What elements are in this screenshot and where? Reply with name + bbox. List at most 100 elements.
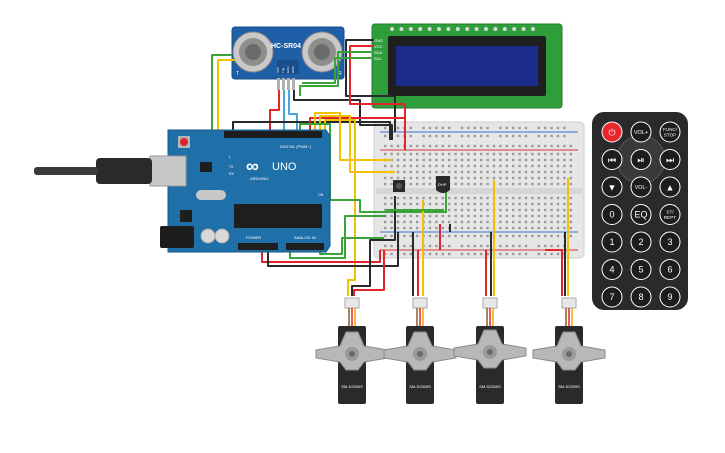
power-jack <box>160 226 194 248</box>
wire-lcd-scl <box>302 57 374 84</box>
ultrasonic-title: HC-SR04 <box>271 43 301 50</box>
remote-button-label: 5 <box>638 265 643 275</box>
digital-header <box>224 131 322 138</box>
rewind-icon: ⏮ <box>608 155 616 165</box>
remote-button-1[interactable]: 1 <box>601 231 623 253</box>
temperature-sensor-label: DHP <box>438 182 447 187</box>
wire-d-yellow-1 <box>314 112 392 161</box>
arduino-l-label: L <box>229 155 231 159</box>
remote-button-label: FUNC/ <box>663 127 678 132</box>
remote-button-label: 0 <box>609 210 614 220</box>
wire-green-left-a <box>211 54 232 135</box>
remote-button-eq[interactable]: EQ <box>630 204 652 225</box>
down-icon: ▼ <box>608 183 617 193</box>
remote-button-label: 1 <box>609 237 614 247</box>
wire-power-black <box>267 232 399 267</box>
ir-remote: ⏻ VOL+ FUNC/STOP ⏮ ⏯ ⏭ ▼ VOL- ▲ 0 EQ ST/REPT 1 2 3 4 5 6 7… <box>592 112 688 310</box>
remote-button-label: REPT <box>664 215 676 220</box>
arduino-brand-label: ARDUINO <box>250 176 268 181</box>
wire-d-green-1 <box>299 123 447 213</box>
servo-label: SM-S2309S <box>479 384 501 389</box>
remote-button-st-rept[interactable]: ST/REPT <box>659 204 681 225</box>
servo-label: SM-S2309S <box>409 384 431 389</box>
ultrasonic-pin-gnd: GND <box>291 66 295 74</box>
remote-button-label: 7 <box>609 292 614 302</box>
servo-1: SM-S2309S <box>315 297 389 404</box>
remote-button-5[interactable]: 5 <box>630 259 652 280</box>
lcd-pin-header <box>390 27 535 31</box>
power-header <box>238 243 278 250</box>
remote-button-0[interactable]: 0 <box>601 204 623 225</box>
lcd-pin-sda: SDA <box>374 50 383 55</box>
ultrasonic-pin-vcc: VCC <box>276 66 280 73</box>
servo-3: SM-S2309S <box>453 297 527 404</box>
remote-button-label: VOL- <box>635 185 648 191</box>
arduino-rx-label: RX <box>229 172 235 176</box>
wire-lcd-gnd <box>345 39 396 132</box>
lcd-module: GND VCC SDA SCL <box>371 23 563 109</box>
wire-analog-green-2 <box>319 237 384 255</box>
arduino-power-label: POWER <box>246 235 261 240</box>
remote-button-label: 8 <box>638 292 643 302</box>
remote-button-3[interactable]: 3 <box>659 231 681 253</box>
arduino-model-label: UNO <box>272 161 297 173</box>
remote-button-vol-[interactable]: VOL- <box>630 176 652 198</box>
servo-label: SM-S2309S <box>558 384 580 389</box>
wire-servo1-black <box>351 196 396 296</box>
arduino-tx-label: TX <box>229 165 234 169</box>
remote-button-grid: ⏻ VOL+ FUNC/STOP ⏮ ⏯ ⏭ ▼ VOL- ▲ 0 EQ ST/REPT 1 2 3 4 5 6 7… <box>601 121 681 308</box>
remote-button-label: 4 <box>609 265 614 275</box>
remote-button-power[interactable]: ⏻ <box>601 121 623 143</box>
wire-analog-green <box>289 215 386 259</box>
temperature-sensor: DHP <box>436 176 450 193</box>
lcd-pin-scl: SCL <box>374 56 383 61</box>
ultrasonic-sensor: HC-SR04 T R VCC Trig Echo GND <box>231 26 345 90</box>
usb-connector <box>149 155 187 187</box>
arduino-uno: ∞ UNO ARDUINO DIGITAL (PWM~) POWER ANALO… <box>34 129 331 253</box>
wire-lcd-sda <box>299 51 374 96</box>
arduino-analog-label: ANALOG IN <box>294 235 316 240</box>
ultrasonic-pin-trig: Trig <box>281 68 285 73</box>
arduino-digital-label: DIGITAL (PWM~) <box>280 144 312 149</box>
up-icon: ▲ <box>666 183 675 193</box>
lcd-pin-vcc: VCC <box>374 44 383 49</box>
wire-servo1-red <box>353 250 385 296</box>
remote-button-2[interactable]: 2 <box>630 231 652 253</box>
ultrasonic-pin-echo: Echo <box>286 66 290 73</box>
remote-button-7[interactable]: 7 <box>601 286 623 308</box>
remote-button-label: VOL+ <box>634 130 648 136</box>
remote-button-label: 6 <box>667 265 672 275</box>
play-pause-icon: ⏯ <box>637 155 644 165</box>
ultrasonic-r-mark: R <box>338 71 342 77</box>
remote-button-label: ST/ <box>666 210 674 215</box>
remote-button-play-pause[interactable]: ⏯ <box>630 149 652 170</box>
arduino-infinity-logo: ∞ <box>246 156 259 176</box>
wire-d-yellow-2 <box>319 115 395 173</box>
remote-button-rewind[interactable]: ⏮ <box>601 149 623 170</box>
remote-button-up[interactable]: ▲ <box>659 176 681 198</box>
ultrasonic-t-mark: T <box>236 71 239 77</box>
wire-d-black-1 <box>232 121 391 140</box>
remote-button-8[interactable]: 8 <box>630 286 652 308</box>
remote-button-label: EQ <box>634 210 647 220</box>
remote-button-label: 3 <box>667 237 672 247</box>
remote-button-4[interactable]: 4 <box>601 259 623 280</box>
breadboard-holes <box>384 126 572 256</box>
remote-button-label: 9 <box>667 292 672 302</box>
fast-forward-icon: ⏭ <box>666 155 674 165</box>
lcd-pin-gnd: GND <box>374 38 383 43</box>
servo-label: SM-S2309S <box>341 384 363 389</box>
button-module <box>393 180 405 192</box>
microcontroller-chip <box>234 204 322 228</box>
arduino-on-label: ON <box>318 193 324 197</box>
usb-cable <box>34 167 98 175</box>
wires <box>211 39 569 296</box>
remote-button-6[interactable]: 6 <box>659 259 681 280</box>
remote-button-func-stop[interactable]: FUNC/STOP <box>659 121 681 143</box>
wire-servo4-red <box>545 249 563 296</box>
remote-button-down[interactable]: ▼ <box>601 176 623 198</box>
remote-button-vol+[interactable]: VOL+ <box>630 121 652 143</box>
remote-button-fast-forward[interactable]: ⏭ <box>659 149 681 170</box>
servo-2: SM-S2309S <box>383 297 457 404</box>
remote-button-9[interactable]: 9 <box>659 286 681 308</box>
